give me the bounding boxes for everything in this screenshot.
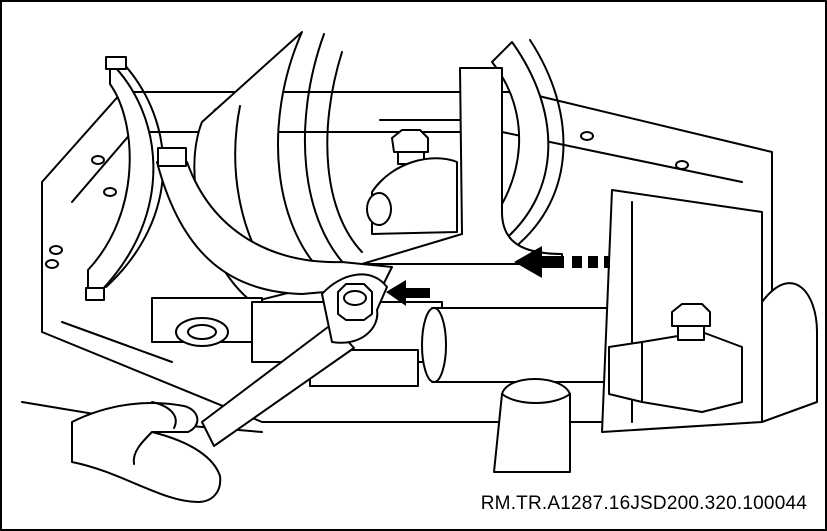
pipe-elbow (493, 378, 571, 473)
lower-shaft (251, 301, 613, 387)
right-hex-bolt (671, 303, 711, 341)
top-hex-bolt (366, 129, 458, 235)
figure-reference-code: RM.TR.A1287.16JSD200.320.100044 (480, 493, 807, 514)
hand-icon (71, 401, 222, 503)
solid-arrow-icon (386, 280, 430, 306)
dashed-arrow-icon (514, 246, 610, 278)
left-gear-ring-half (85, 56, 165, 301)
bolt-icon (337, 283, 373, 321)
